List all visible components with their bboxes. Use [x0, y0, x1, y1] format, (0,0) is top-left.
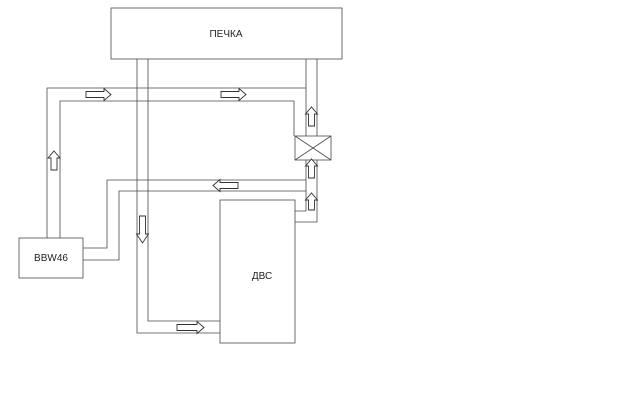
pump-label: BBW46	[34, 253, 68, 264]
flow-arrow-up	[304, 106, 319, 127]
flow-arrow-up	[304, 192, 319, 211]
flow-arrow-down	[135, 215, 150, 244]
flow-arrow-up	[304, 158, 319, 179]
pipe-heater-to-engine	[136, 59, 220, 334]
flow-arrow-right	[85, 87, 112, 102]
heater-box: ПЕЧКА	[110, 7, 343, 60]
pipe-engine-to-valve	[295, 160, 318, 223]
engine-label: ДВС	[252, 271, 272, 282]
pipe-valve-to-heater	[305, 59, 318, 136]
flow-arrow-right	[176, 320, 205, 335]
pipe-pump-to-heater	[46, 87, 307, 238]
flow-arrow-up	[47, 150, 61, 171]
pipe-return-to-pump	[83, 179, 306, 261]
flow-arrow-left	[212, 178, 239, 193]
pump-box: BBW46	[18, 237, 84, 279]
engine-box: ДВС	[219, 199, 296, 344]
heater-label: ПЕЧКА	[209, 29, 242, 40]
valve-cross-line-b	[294, 135, 332, 161]
flow-arrow-right	[220, 87, 247, 102]
valve-box	[294, 135, 332, 161]
